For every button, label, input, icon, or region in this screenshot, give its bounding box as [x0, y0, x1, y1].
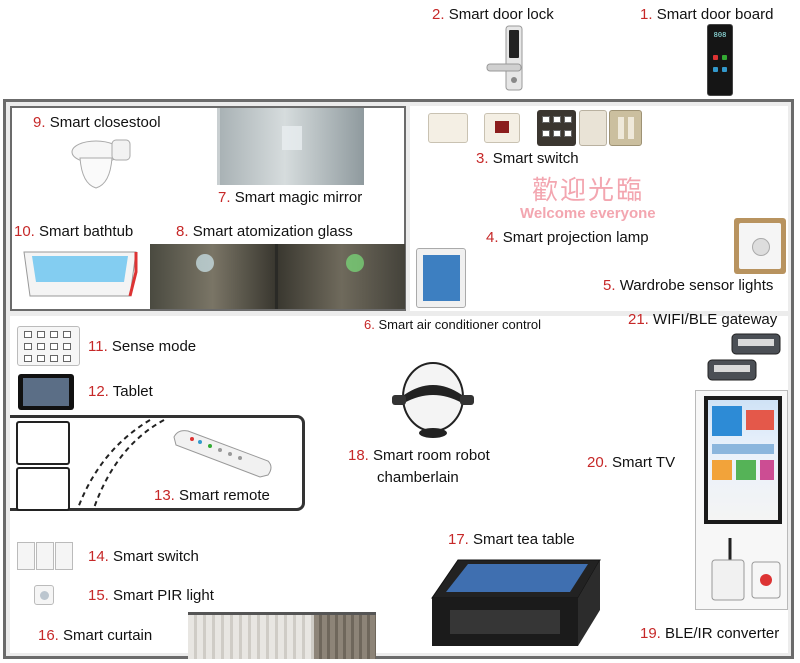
switch-bottom-number: 14. [88, 548, 109, 565]
sense-mode-text: Sense mode [111, 338, 197, 355]
smart-switch-2-image [484, 113, 520, 143]
pir-light-label: 15. Smart PIR light [88, 587, 214, 604]
closestool-text: Smart closestool [49, 114, 161, 131]
tablet-text: Tablet [112, 383, 153, 400]
door-lock-label: 2. Smart door lock [432, 6, 554, 23]
smart-closestool-image [71, 139, 131, 189]
tv-label: 20. Smart TV [587, 454, 675, 471]
robot-text: Smart room robot [373, 447, 490, 464]
gateway-text: WIFI/BLE gateway [653, 311, 778, 328]
tv-text: Smart TV [612, 454, 676, 471]
smart-pir-light-image [34, 585, 54, 605]
curtain-label: 16. Smart curtain [38, 627, 152, 644]
air-conditioner-number: 6. [364, 317, 375, 332]
bathtub-number: 10. [14, 223, 35, 240]
remote-signal-lines [77, 419, 165, 509]
robot-label-line2: chamberlain [377, 469, 459, 486]
sense-mode-panel-image [17, 326, 80, 366]
remote-window-upper [16, 421, 70, 465]
door-lock-number: 2. [432, 6, 445, 23]
gateway-label: 21. WIFI/BLE gateway [628, 311, 777, 328]
switch-top-text: Smart switch [492, 150, 579, 167]
smart-door-board-image: 808 [707, 24, 733, 96]
smart-door-lock-image [486, 25, 523, 91]
curtain-text: Smart curtain [63, 627, 153, 644]
tea-table-number: 17. [448, 531, 469, 548]
door-board-text: Smart door board [656, 6, 774, 23]
remote-window-lower [16, 467, 70, 511]
gateway-number: 21. [628, 311, 649, 328]
smart-atomization-glass-image [150, 244, 405, 309]
projection-english-text: Welcome everyone [520, 205, 656, 222]
pir-light-text: Smart PIR light [113, 587, 214, 604]
remote-text: Smart remote [179, 487, 270, 504]
wardrobe-number: 5. [603, 277, 616, 294]
smart-tv-image [704, 396, 782, 524]
smart-curtain-image [188, 612, 376, 659]
tv-number: 20. [587, 454, 608, 471]
pir-light-number: 15. [88, 587, 109, 604]
magic-mirror-text: Smart magic mirror [234, 189, 363, 206]
ble-ir-text: BLE/IR converter [665, 625, 780, 642]
air-conditioner-text: Smart air conditioner control [378, 317, 542, 332]
tablet-image [18, 374, 74, 410]
projection-lamp-label: 4. Smart projection lamp [486, 229, 649, 246]
door-lock-text: Smart door lock [448, 6, 554, 23]
sense-mode-label: 11. Sense mode [88, 338, 196, 355]
bathtub-label: 10. Smart bathtub [14, 223, 133, 240]
magic-mirror-label: 7. Smart magic mirror [218, 189, 362, 206]
closestool-label: 9. Smart closestool [33, 114, 161, 131]
ble-ir-label: 19. BLE/IR converter [640, 625, 779, 642]
smart-tea-table-image [431, 559, 601, 646]
closestool-number: 9. [33, 114, 46, 131]
smart-switch-4-image [579, 110, 607, 146]
ble-ir-number: 19. [640, 625, 661, 642]
projection-lamp-text: Smart projection lamp [502, 229, 649, 246]
smart-switch-1-image [428, 113, 468, 143]
tea-table-text: Smart tea table [473, 531, 575, 548]
switch-bottom-label: 14. Smart switch [88, 548, 199, 565]
smart-switch-5-image [609, 110, 642, 146]
switch-bottom-text: Smart switch [113, 548, 199, 565]
sense-mode-number: 11. [88, 338, 108, 355]
wardrobe-text: Wardrobe sensor lights [619, 277, 774, 294]
smart-magic-mirror-image [217, 108, 364, 185]
smart-room-robot-image [392, 362, 474, 438]
smart-bathtub-image [23, 251, 138, 297]
tablet-number: 12. [88, 383, 109, 400]
switch-top-label: 3. Smart switch [476, 150, 579, 167]
door-board-number: 1. [640, 6, 653, 23]
projection-lamp-number: 4. [486, 229, 499, 246]
smart-switch-3-image [537, 110, 576, 146]
bathtub-text: Smart bathtub [39, 223, 134, 240]
atomization-glass-text: Smart atomization glass [192, 223, 353, 240]
remote-number: 13. [154, 487, 175, 504]
robot-text-2: chamberlain [377, 469, 459, 486]
smart-switch-bottom-image [17, 542, 73, 570]
tablet-label: 12. Tablet [88, 383, 153, 400]
wardrobe-label: 5. Wardrobe sensor lights [603, 277, 773, 294]
curtain-number: 16. [38, 627, 59, 644]
robot-number: 18. [348, 447, 369, 464]
ble-ir-converter-image [711, 538, 781, 601]
door-board-display: 808 [713, 31, 727, 39]
remote-label: 13. Smart remote [154, 487, 270, 504]
atomization-glass-number: 8. [176, 223, 189, 240]
smart-remote-image [173, 430, 272, 478]
magic-mirror-number: 7. [218, 189, 231, 206]
wardrobe-sensor-light-image [734, 218, 786, 274]
air-conditioner-label: 6. Smart air conditioner control [364, 317, 541, 332]
projection-chinese-text: 歡迎光臨 [532, 176, 645, 206]
door-board-label: 1. Smart door board [640, 6, 773, 23]
air-conditioner-control-image [416, 248, 466, 308]
tea-table-label: 17. Smart tea table [448, 531, 575, 548]
wifi-ble-gateway-image [707, 333, 781, 381]
atomization-glass-label: 8. Smart atomization glass [176, 223, 353, 240]
robot-label-line1: 18. Smart room robot [348, 447, 490, 464]
switch-top-number: 3. [476, 150, 489, 167]
